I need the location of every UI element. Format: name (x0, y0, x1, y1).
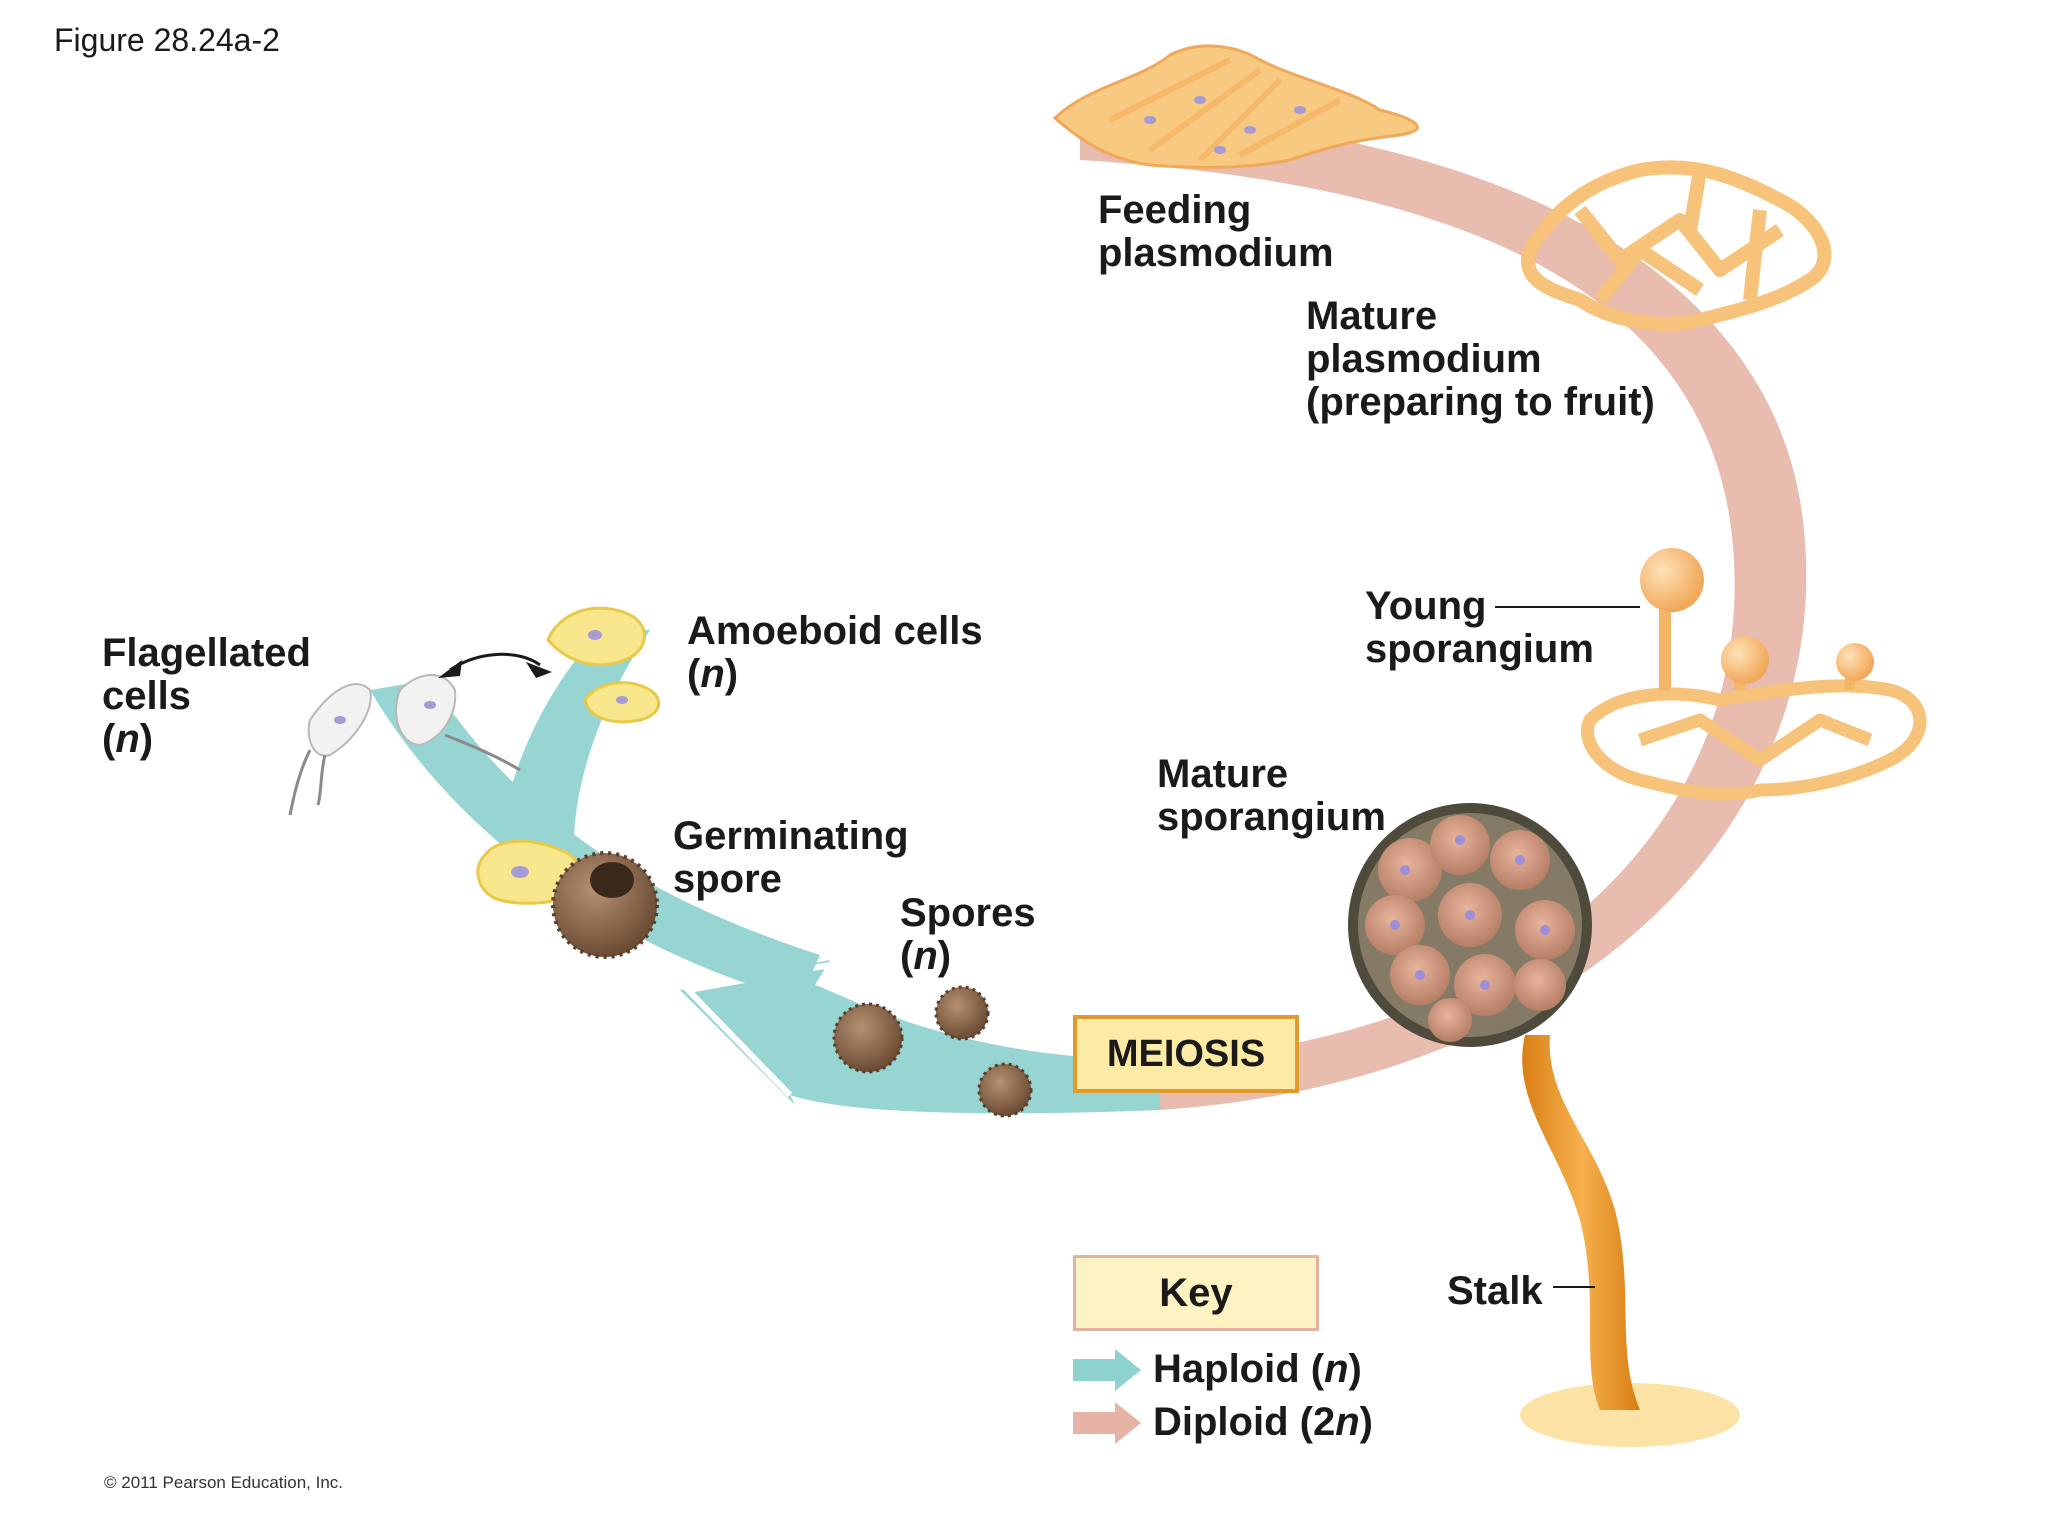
label-feeding-plasmodium: Feeding plasmodium (1098, 189, 1334, 275)
label-line: cells (102, 674, 191, 718)
label-mature-sporangium: Mature sporangium (1157, 753, 1386, 839)
label-line: sporangium (1157, 795, 1386, 839)
label-line: Germinating (673, 814, 909, 858)
key-title-box: Key (1073, 1255, 1319, 1331)
label-line: (preparing to fruit) (1306, 380, 1655, 424)
key-diploid-label: Diploid (2n) (1153, 1399, 1373, 1444)
label-line: plasmodium (1306, 337, 1542, 381)
key-diploid-row: Diploid (2n) (1073, 1398, 1373, 1446)
label-young-sporangium: Young sporangium (1365, 585, 1594, 671)
young-sporangium-illustration (1581, 548, 1927, 801)
label-germinating-spore: Germinating spore (673, 815, 909, 901)
flagellated-cells-illustration (288, 674, 521, 816)
feeding-plasmodium-illustration (1052, 44, 1419, 169)
amoeboid-cells-illustration (546, 606, 661, 724)
label-line: Flagellated (102, 631, 311, 675)
haploid-key-arrow-icon (1073, 1349, 1141, 1391)
label-line: (n) (687, 652, 739, 696)
label-line: Feeding (1098, 188, 1252, 232)
diploid-key-arrow-icon (1073, 1402, 1141, 1444)
haploid-lower-path (370, 680, 820, 1000)
key-haploid-row: Haploid (n) (1073, 1345, 1362, 1393)
label-stalk: Stalk (1447, 1269, 1543, 1313)
label-flagellated-cells: Flagellated cells (n) (102, 632, 311, 761)
mature-sporangium-illustration (1348, 803, 1592, 1047)
label-line: plasmodium (1098, 231, 1334, 275)
label-line: Mature (1306, 294, 1438, 338)
free-spores (832, 985, 1033, 1118)
stalk-illustration (1520, 1035, 1740, 1447)
label-line: Young (1365, 584, 1487, 628)
label-mature-plasmodium: Mature plasmodium (preparing to fruit) (1306, 295, 1655, 424)
meiosis-box: MEIOSIS (1073, 1015, 1299, 1093)
label-line: spore (673, 857, 782, 901)
label-line: (n) (900, 934, 952, 978)
double-headed-arrow (438, 652, 552, 678)
label-line: sporangium (1365, 627, 1594, 671)
label-line: Spores (900, 891, 1036, 935)
key-haploid-label: Haploid (n) (1153, 1346, 1362, 1391)
label-spores: Spores (n) (900, 892, 1036, 978)
germinating-spore-illustration (476, 839, 659, 959)
label-amoeboid-cells: Amoeboid cells (n) (687, 610, 983, 696)
label-line: (n) (102, 717, 154, 761)
label-line: Amoeboid cells (687, 609, 983, 653)
mature-plasmodium-illustration (1521, 160, 1832, 331)
haploid-upper-branch (499, 630, 650, 900)
label-line: Mature (1157, 752, 1289, 796)
copyright-notice: © 2011 Pearson Education, Inc. (104, 1473, 344, 1492)
figure-title: Figure 28.24a-2 (54, 22, 280, 58)
